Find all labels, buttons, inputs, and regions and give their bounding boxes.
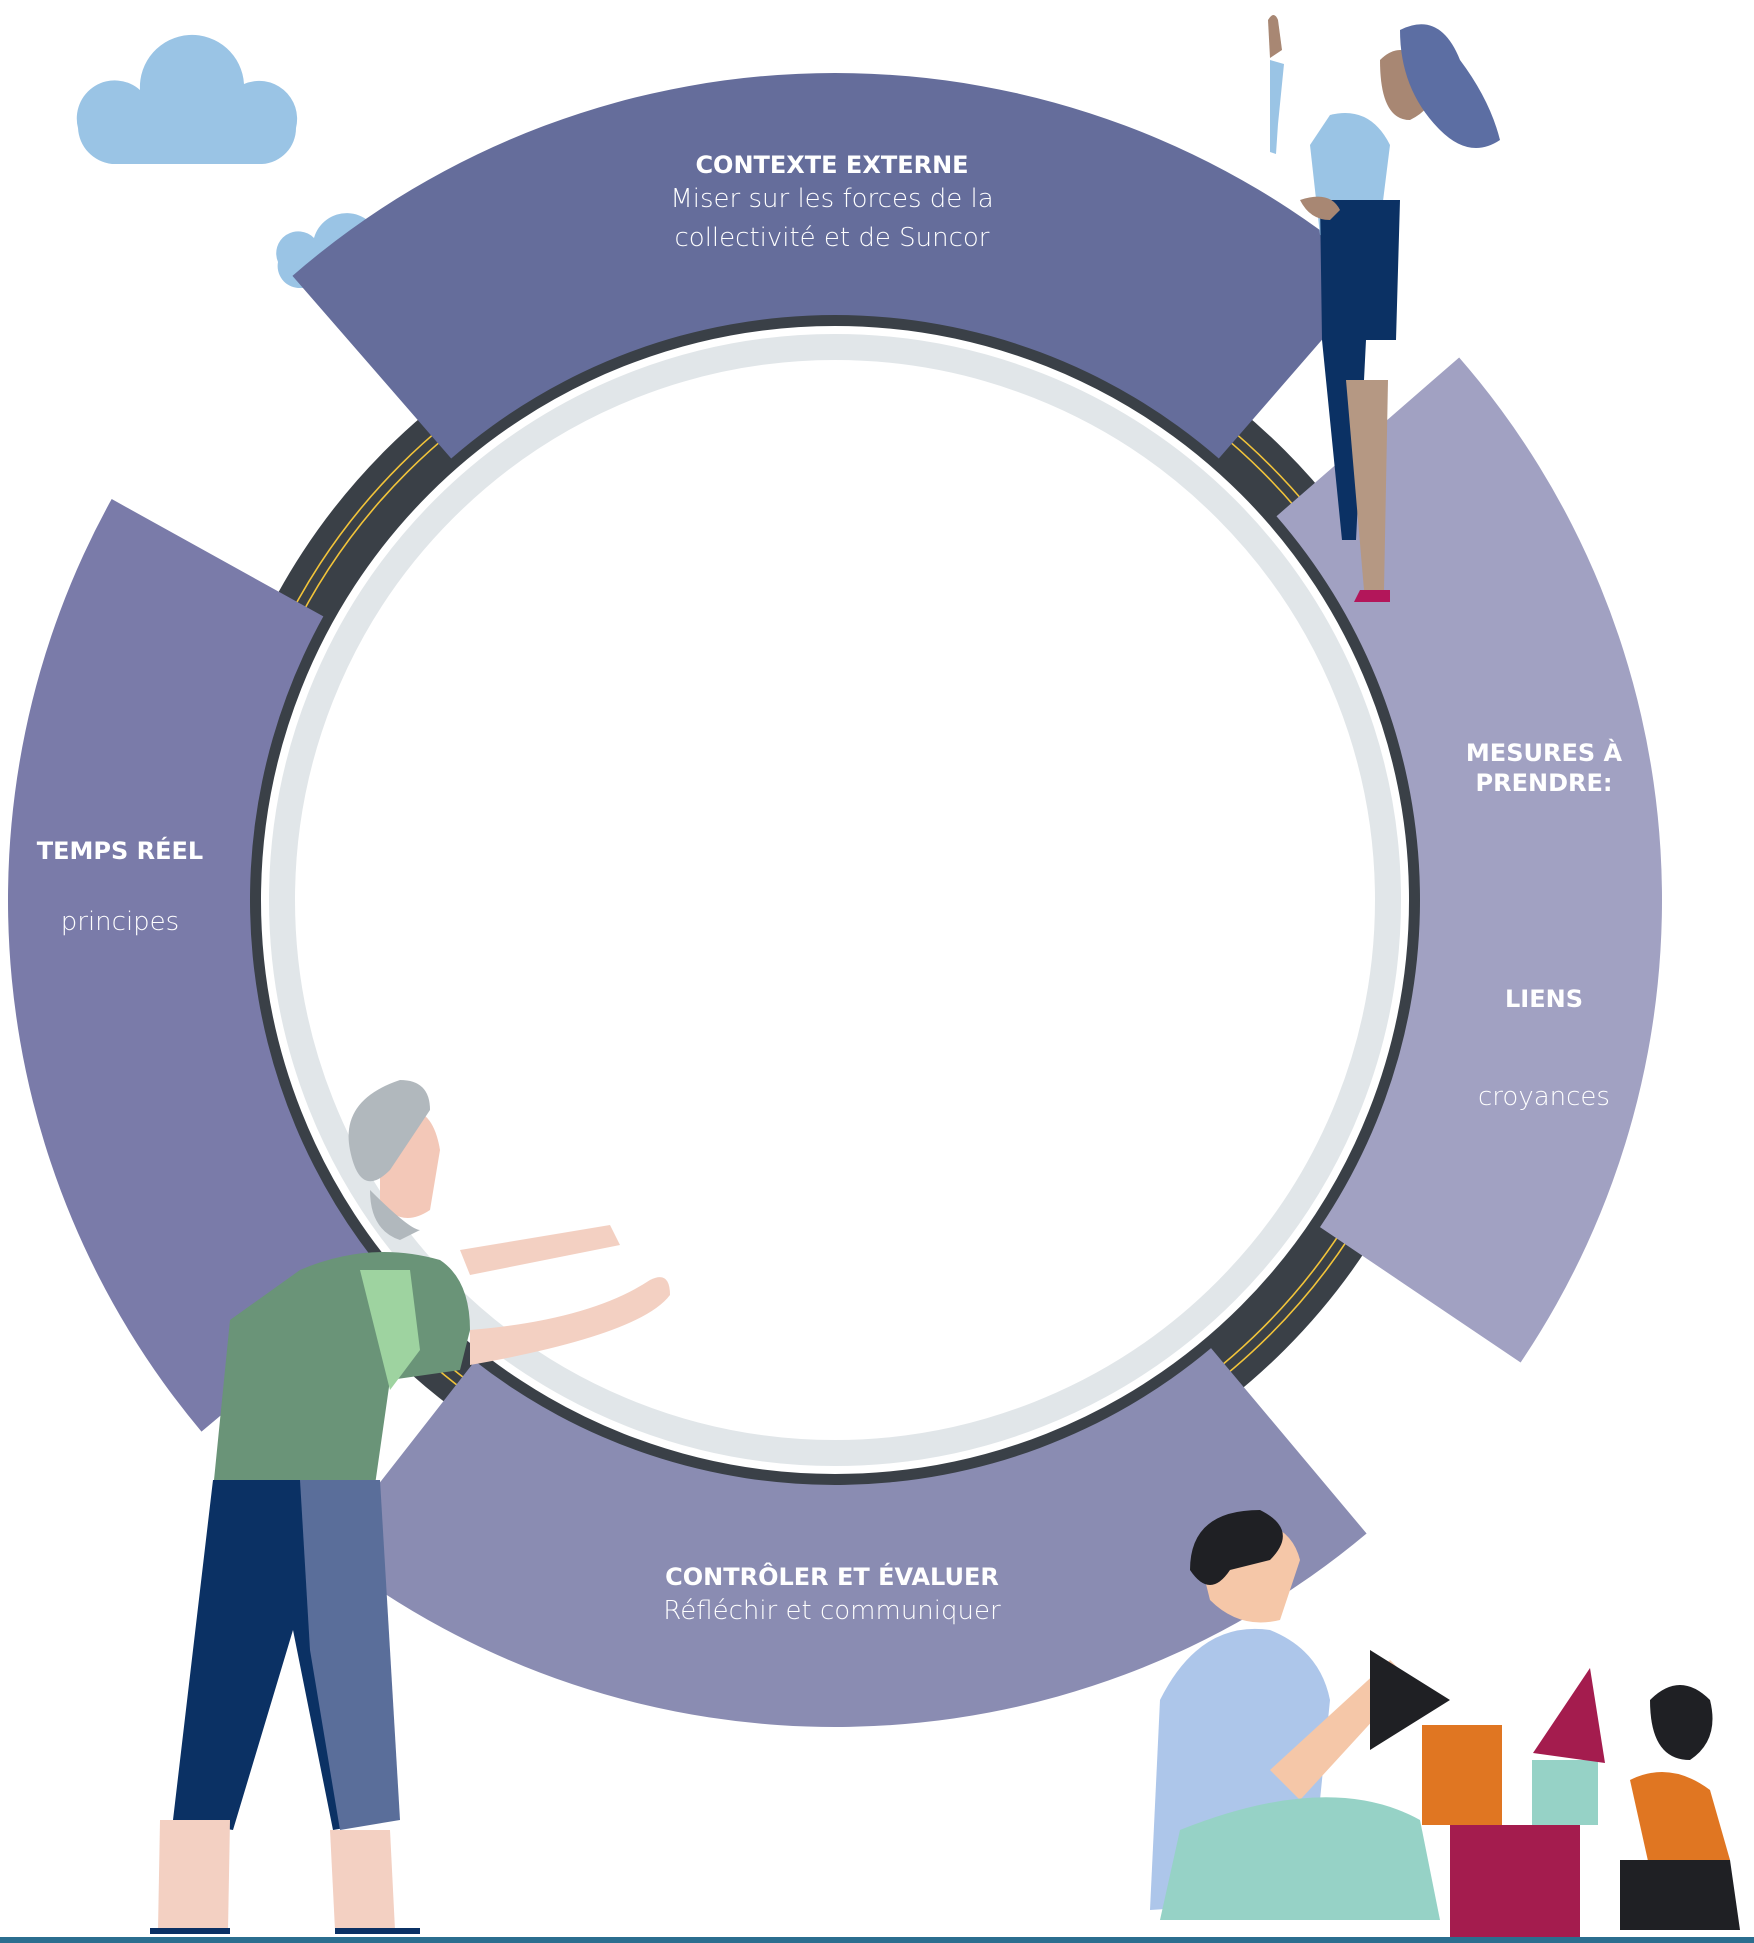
woman-illustration	[1268, 15, 1500, 602]
segment-right-title1: MESURES À	[1465, 739, 1623, 767]
segment-right-liens-label: LIENS	[1444, 984, 1644, 1014]
segment-right-title2: PRENDRE:	[1475, 769, 1613, 797]
segment-top	[292, 72, 1378, 459]
segment-right	[1276, 357, 1662, 1363]
segment-top-line2: collectivité et de Suncor	[674, 223, 990, 253]
segment-bottom-label: CONTRÔLER ET ÉVALUER Réfléchir et commun…	[632, 1562, 1032, 1631]
segment-left-sub: principes	[60, 907, 180, 937]
segment-top-label: CONTEXTE EXTERNE Miser sur les forces de…	[632, 150, 1032, 258]
elderly-man-illustration	[150, 1080, 670, 1934]
segment-bottom-sub: Réfléchir et communiquer	[663, 1596, 1001, 1626]
segment-left-title: TEMPS RÉEL	[36, 837, 204, 865]
segment-bottom-title: CONTRÔLER ET ÉVALUER	[665, 1563, 999, 1591]
parent-child-blocks-illustration	[1150, 1510, 1740, 1943]
segment-top-title: CONTEXTE EXTERNE	[695, 151, 969, 179]
segment-right-sub: croyances	[1478, 1082, 1610, 1112]
segment-left	[7, 499, 387, 1432]
segment-right-title3: LIENS	[1505, 985, 1583, 1013]
segment-bottom	[325, 1348, 1367, 1728]
segment-right-label: MESURES À PRENDRE:	[1444, 738, 1644, 798]
segment-top-line1: Miser sur les forces de la	[670, 184, 994, 214]
segment-left-sub-label: principes	[20, 903, 220, 942]
cloud-icon	[76, 34, 298, 165]
segment-left-label: TEMPS RÉEL	[20, 836, 220, 866]
ground-line	[0, 1937, 1754, 1943]
segment-right-sub-label: croyances	[1444, 1078, 1644, 1117]
cycle-segments	[7, 72, 1662, 1728]
